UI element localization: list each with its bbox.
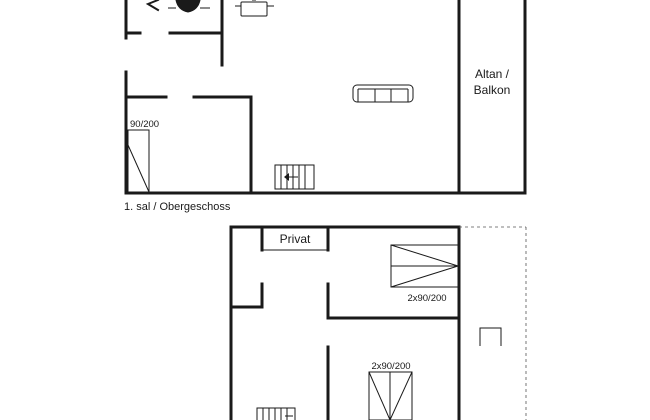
pot-icon (235, 0, 274, 17)
stairs-icon (274, 164, 315, 190)
floor-caption: 1. sal / Obergeschoss (124, 201, 231, 213)
chevron-icon (145, 0, 160, 12)
stairs-icon (256, 407, 296, 420)
bed-icon (390, 244, 459, 288)
bed-icon (368, 371, 413, 420)
outdoor-element (479, 327, 502, 346)
balcony-label-line1: Altan / (475, 67, 510, 81)
bed-label: 2x90/200 (371, 361, 410, 372)
privat-label: Privat (280, 232, 311, 246)
bed-icon (127, 129, 150, 193)
stove-icon (168, 0, 210, 13)
bed-label: 2x90/200 (407, 293, 446, 304)
balcony-label-line2: Balkon (474, 83, 511, 97)
bed-label: 90/200 (130, 119, 159, 130)
upper-floor: 90/200 Altan / Balkon 1. sal / Obergesch… (124, 0, 527, 213)
sofa-icon (352, 84, 414, 103)
lower-floor: Privat 2x90/200 2x90/200 (229, 225, 527, 420)
